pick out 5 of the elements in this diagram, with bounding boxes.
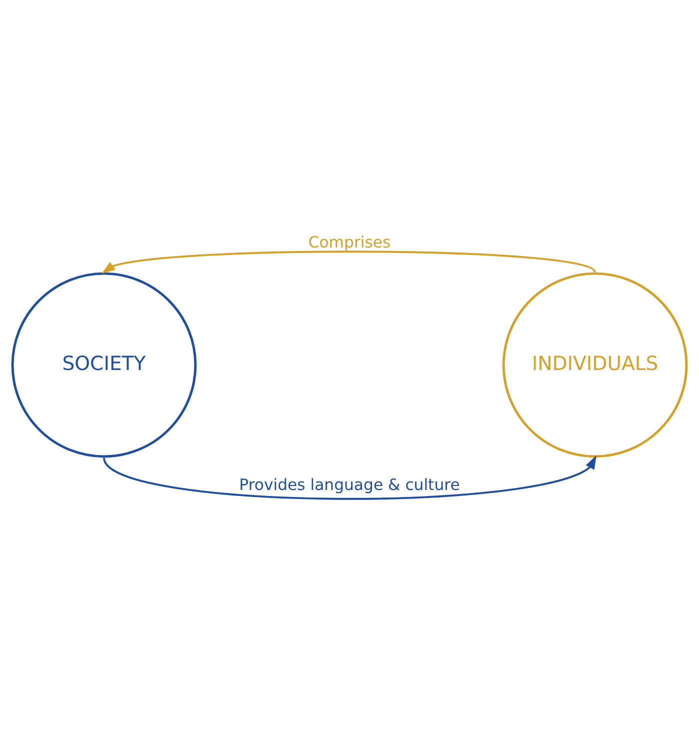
node-circle: SOCIETY bbox=[11, 272, 197, 458]
arrow bbox=[102, 250, 596, 274]
edge-label: Comprises bbox=[308, 232, 391, 251]
node-circle: INDIVIDUALS bbox=[502, 272, 688, 458]
edge-label: Provides language & culture bbox=[239, 474, 460, 494]
